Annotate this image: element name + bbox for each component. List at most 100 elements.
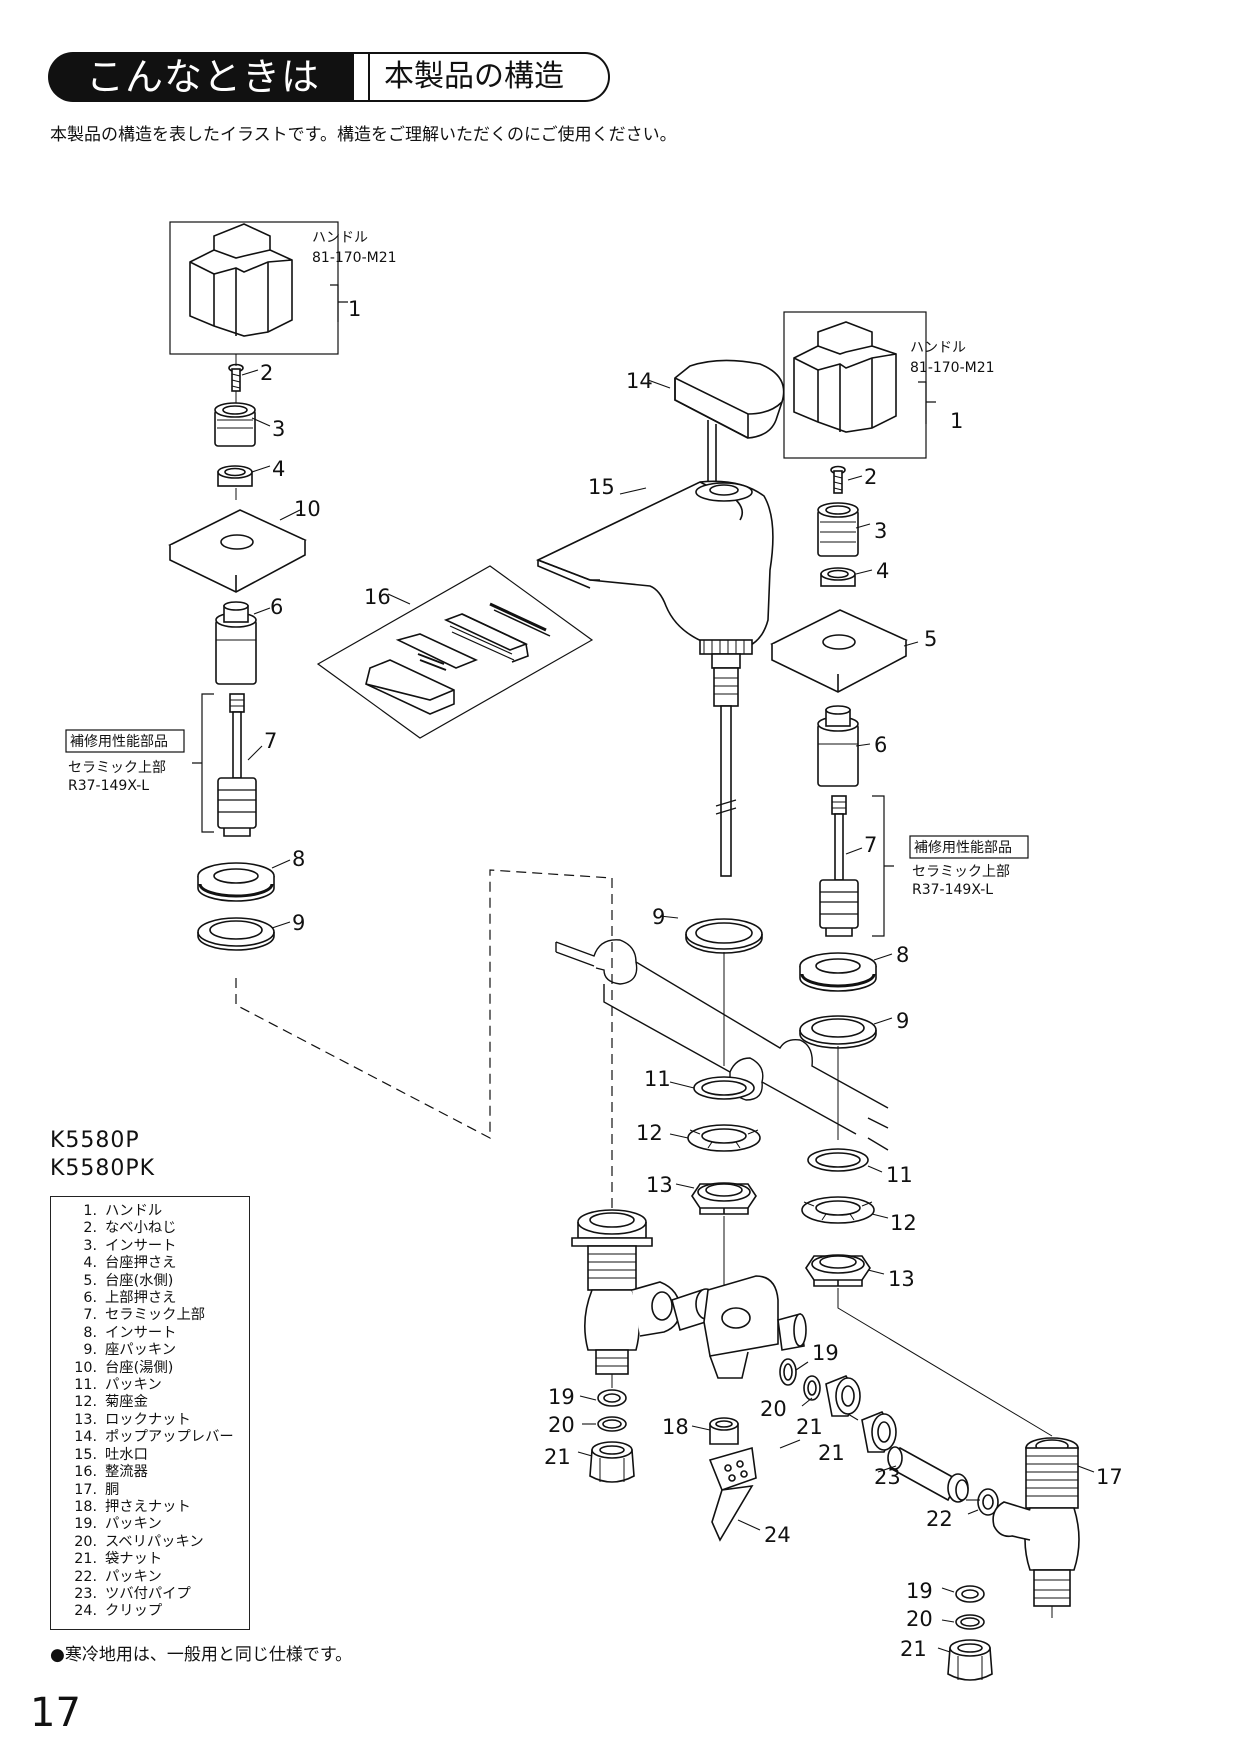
callout-20-right: 20 [906,1607,933,1631]
legend-item: 5.台座(水側) [63,1273,249,1290]
legend-item: 14. ポップアップレバー [63,1429,249,1446]
legend-item: 7.セラミック上部 [63,1307,249,1324]
presser-nut-18 [709,1417,739,1445]
left-screw [228,363,244,392]
flange-pipe-23 [887,1446,969,1503]
callout-4-right: 4 [876,559,889,583]
mid-packing-19 [779,1358,797,1386]
header-main-label: こんなときは [48,52,355,102]
legend-item-number: 17. [74,1481,97,1498]
legend-item-name: 台座押さえ [105,1255,177,1272]
packing-22 [977,1488,999,1516]
legend-item-name: パッキン [105,1568,162,1585]
legend-item-number: 13. [74,1411,97,1428]
legend-item: 12.菊座金 [63,1394,249,1411]
mid-slip-packing-20 [803,1375,821,1401]
center-locknut-13 [691,1182,757,1215]
right-base-plate [770,609,908,693]
legend-item-number: 16. [74,1464,97,1481]
legend-item: 21. 袋ナット [63,1551,249,1568]
callout-12-right: 12 [890,1211,917,1235]
legend-item-number: 8. [83,1324,97,1341]
left-cap-nut-21 [589,1441,635,1483]
callout-19-mid: 19 [812,1341,839,1365]
legend-item-number: 14. [74,1429,97,1446]
model-name-2: K5580PK [50,1156,156,1181]
legend-item-number: 2. [83,1220,97,1237]
legend-item-name: 吐水口 [105,1446,148,1463]
legend-item-name: 台座(湯側) [105,1359,174,1376]
legend-item: 6.上部押さえ [63,1290,249,1307]
legend-item: 24. クリップ [63,1603,249,1620]
callout-8-left: 8 [292,847,305,871]
right-ceramic-label: セラミック上部 [912,864,1010,880]
legend-item-number: 21. [74,1551,97,1568]
callout-22: 22 [926,1507,953,1531]
callout-7-left: 7 [264,729,277,753]
right-ceramic-top [819,795,859,937]
legend-item-number: 4. [83,1255,97,1272]
callout-15: 15 [588,475,615,499]
right-slip-packing-20 [955,1614,985,1630]
legend-item-number: 24. [74,1603,97,1620]
legend-item: 17.胴 [63,1482,249,1499]
legend-item-number: 18. [74,1498,97,1515]
legend-item-name: 台座(水側) [105,1272,174,1289]
legend-item: 1.ハンドル [63,1203,249,1220]
right-packing-19 [955,1585,985,1603]
legend-item-number: 23. [74,1585,97,1602]
right-handle-label: ハンドル [910,340,966,356]
callout-7-right: 7 [864,833,877,857]
legend-item-name: パッキン [105,1377,162,1394]
popup-lever [674,359,785,490]
legend-item: 23.ツバ付パイプ [63,1586,249,1603]
callout-8-right: 8 [896,943,909,967]
intro-text: 本製品の構造を表したイラストです。構造をご理解いただくのにご使用ください。 [50,125,677,145]
legend-item: 13. ロックナット [63,1412,249,1429]
left-repair-tag-box [65,729,185,753]
right-insert-ring [799,952,877,992]
left-handle-label: ハンドル [312,230,368,246]
right-seat-packing [799,1015,877,1049]
legend-item: 11.パッキン [63,1377,249,1394]
aerator-group [316,565,594,739]
legend-item-name: 押さえナット [105,1498,191,1515]
legend-item-name: クリップ [105,1603,163,1620]
legend-item-number: 15. [74,1446,97,1463]
legend-item: 9. 座パッキン [63,1342,249,1359]
header-sub-label: 本製品の構造 [354,52,611,102]
legend-item-name: 座パッキン [105,1342,177,1359]
callout-21-mid-b: 21 [818,1441,845,1465]
page-number: 17 [30,1690,81,1736]
callout-6-right: 6 [874,733,887,757]
legend-item-name: 菊座金 [105,1394,148,1411]
right-upper-presser [817,705,859,787]
mid-cap-nut-21 [825,1375,861,1417]
legend-item-name: ハンドル [105,1203,163,1219]
callout-17-right: 17 [1096,1465,1123,1489]
legend-item-name: 袋ナット [105,1551,163,1568]
legend-item: 2.なべ小ねじ [63,1220,249,1237]
left-ceramic-label: セラミック上部 [68,760,166,776]
legend-item-name: ポップアップレバー [105,1429,234,1446]
callout-24: 24 [764,1523,791,1547]
legend-item-name: 整流器 [105,1464,148,1481]
legend-item: 4. 台座押さえ [63,1255,249,1272]
callout-13-center: 13 [646,1173,673,1197]
spout-body [535,480,774,877]
legend-item-name: セラミック上部 [105,1307,206,1324]
legend-item-name: ロックナット [105,1411,191,1428]
callout-19-right: 19 [906,1579,933,1603]
legend-item: 20.スベリパッキン [63,1534,249,1551]
left-upper-presser [215,601,257,685]
callout-21-right: 21 [900,1637,927,1661]
legend-item: 3.インサート [63,1238,249,1255]
callout-2-right: 2 [864,465,877,489]
legend-item-number: 9. [83,1342,97,1359]
left-handle-part-no: 81-170-M21 [312,250,397,266]
left-base-plate [168,509,307,593]
left-repair-tag: 補修用性能部品 [70,734,168,750]
